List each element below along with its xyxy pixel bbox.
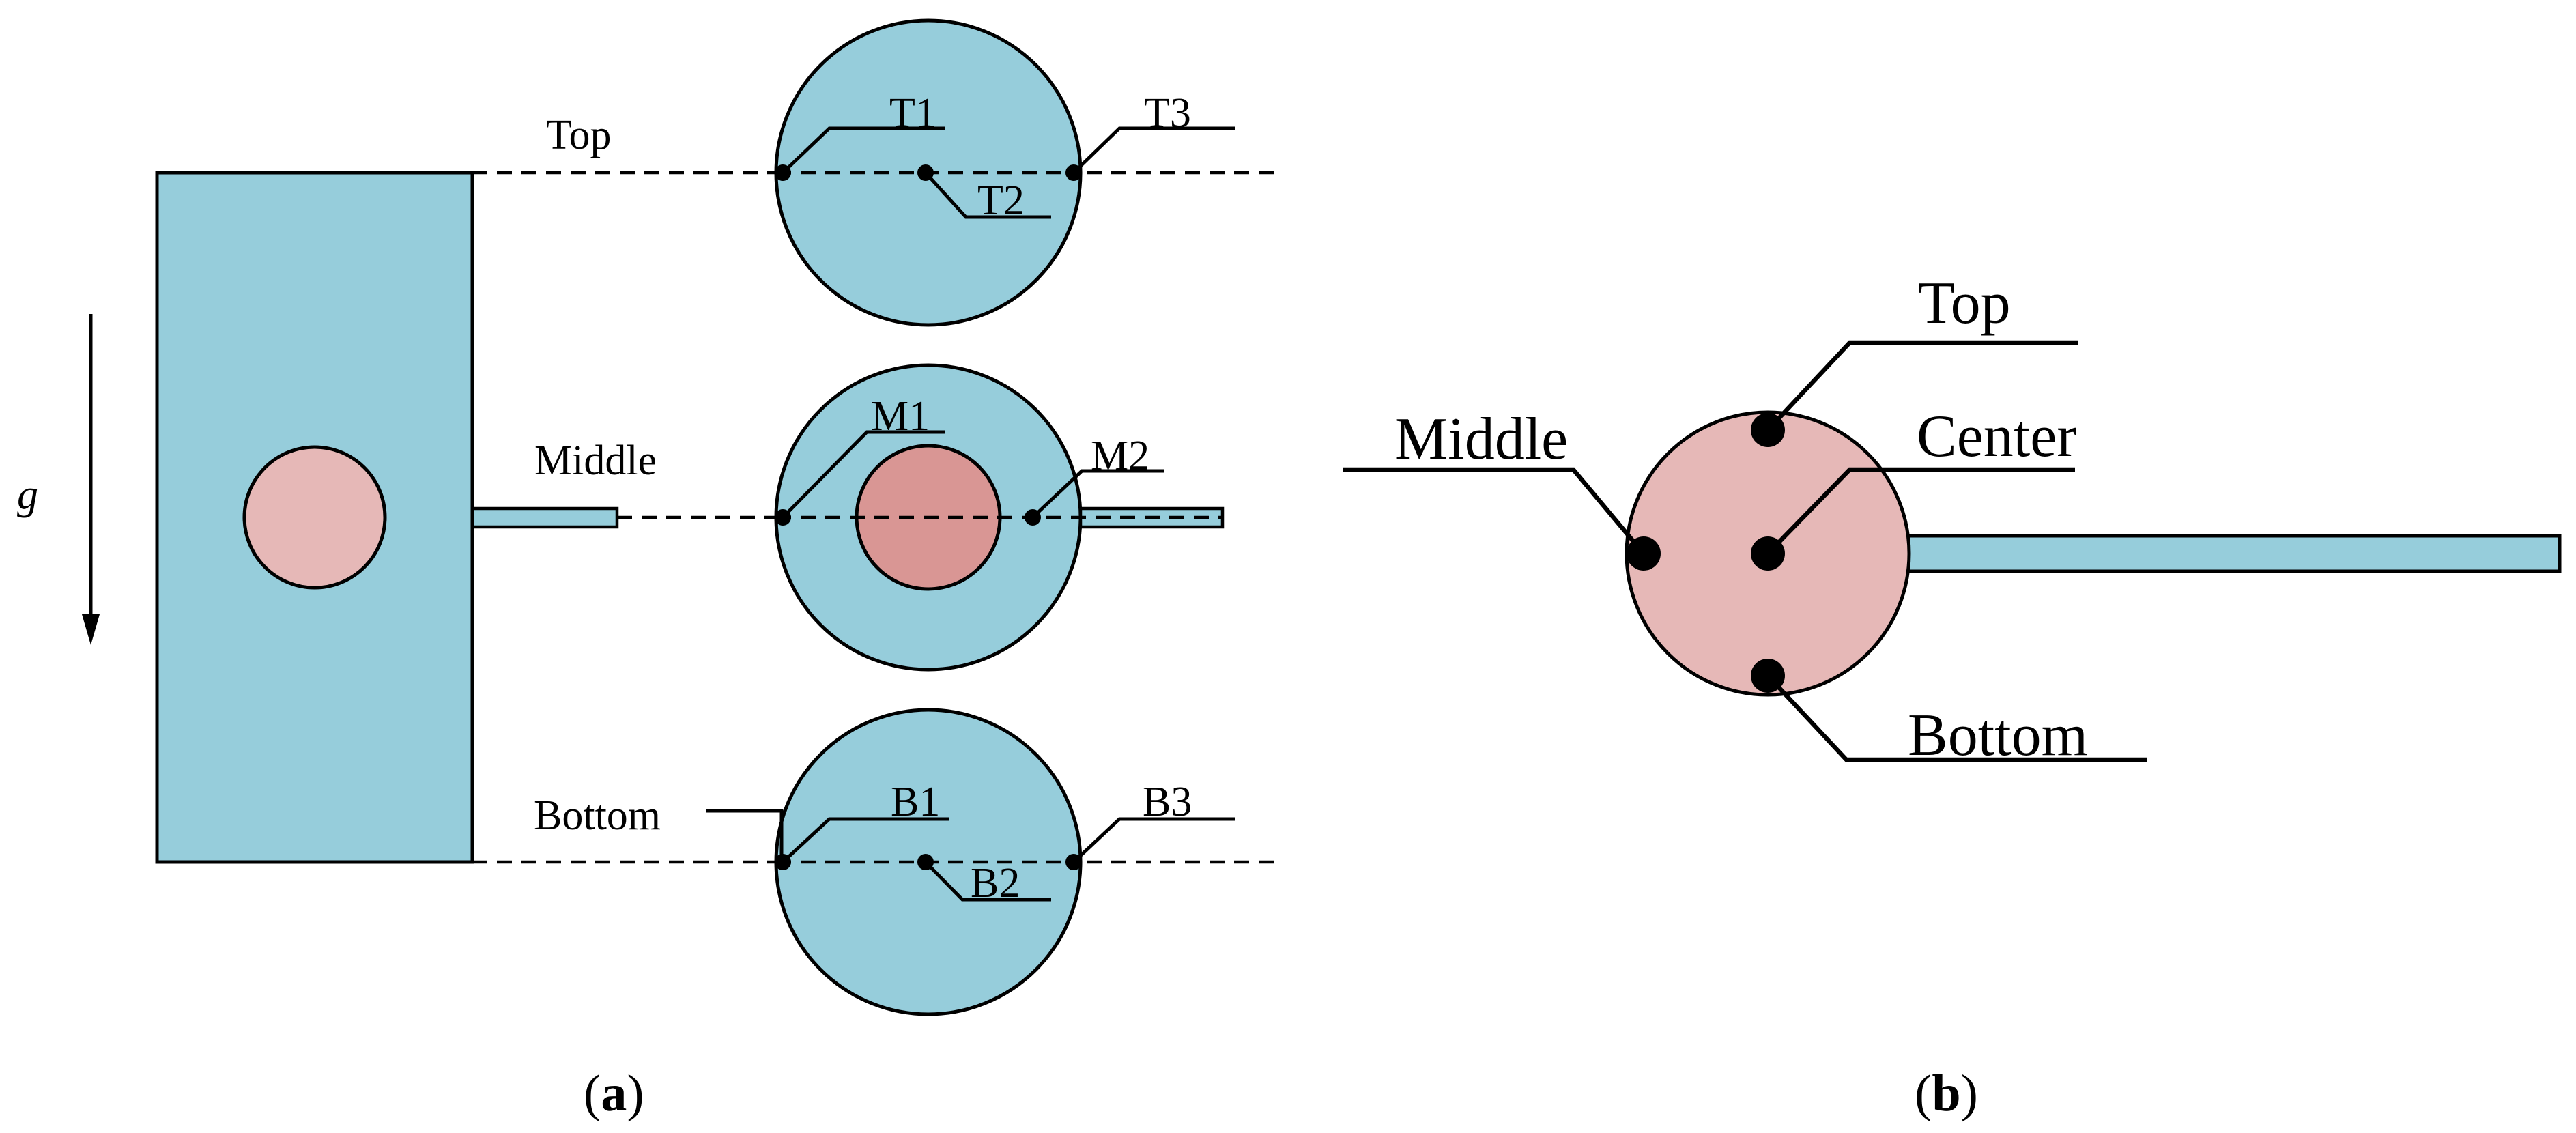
label-b2: B2 <box>971 860 1020 906</box>
casting-strip <box>1895 534 2562 573</box>
label-t2: T2 <box>977 177 1025 224</box>
leader-t3 <box>1072 126 1235 174</box>
leader-bottom-label <box>706 809 784 860</box>
leader-center <box>1766 467 2075 556</box>
leader-t1 <box>782 126 945 174</box>
leader-b1 <box>782 817 949 863</box>
label-m1: M1 <box>871 393 930 440</box>
panel-a: g Top Middle Bottom T1 T2 T3 <box>17 18 1276 1122</box>
gravity-arrow-head <box>82 614 100 645</box>
label-t3: T3 <box>1144 90 1191 137</box>
mold-strip <box>470 506 619 529</box>
top-level-label: Top <box>546 112 612 158</box>
leader-top <box>1766 340 2078 432</box>
label-bottom: Bottom <box>1908 702 2088 769</box>
leader-bottom <box>1766 674 2147 762</box>
leader-b2 <box>924 861 1051 902</box>
middle-level-label: Middle <box>534 438 657 484</box>
label-top: Top <box>1918 270 2011 336</box>
caption-b: (b) <box>1915 1065 1978 1122</box>
label-t1: T1 <box>889 90 936 137</box>
leader-b3 <box>1072 817 1235 863</box>
gravity-label: g <box>17 472 38 518</box>
leader-t2 <box>924 171 1051 219</box>
mold-inner-circle <box>242 445 387 590</box>
label-middle: Middle <box>1394 406 1568 472</box>
caption-a: (a) <box>584 1065 644 1122</box>
leader-m1 <box>782 430 945 519</box>
label-b3: B3 <box>1143 779 1192 825</box>
label-center: Center <box>1917 403 2077 470</box>
leader-m2 <box>1031 469 1164 519</box>
panel-b: Top Middle Center Bottom (b) <box>1343 270 2562 1122</box>
label-b1: B1 <box>891 779 940 825</box>
leader-middle <box>1343 467 1646 556</box>
bottom-level-label: Bottom <box>534 792 661 839</box>
label-m2: M2 <box>1091 433 1149 479</box>
